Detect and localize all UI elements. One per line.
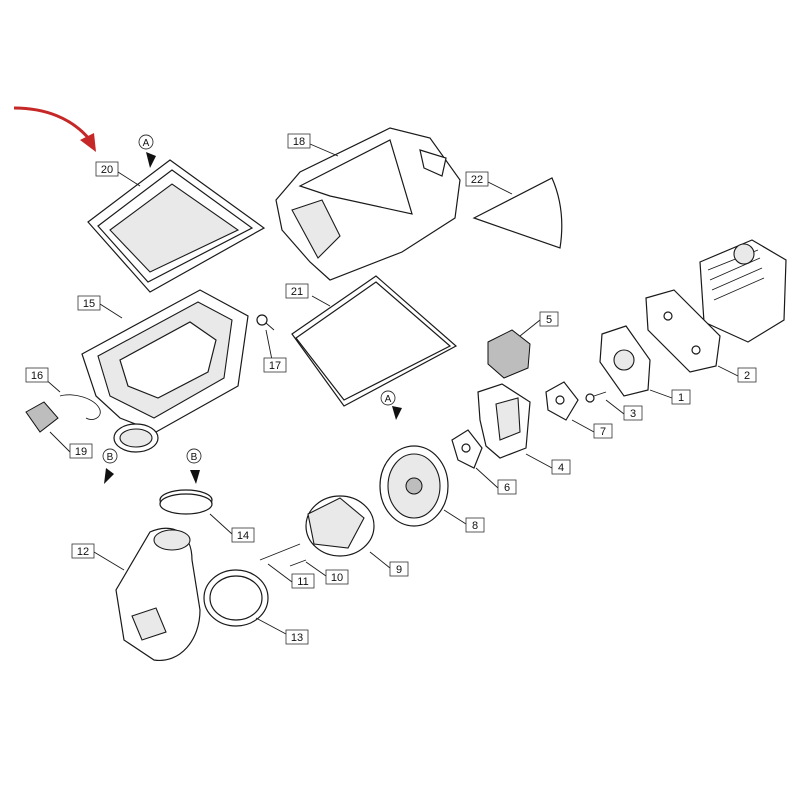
svg-text:18: 18: [293, 136, 305, 148]
part-10-bolt: [289, 559, 307, 567]
part-15-filter-base: [81, 289, 249, 453]
callout-10: 10: [325, 569, 349, 585]
svg-text:8: 8: [472, 520, 478, 532]
callout-20: 20: [95, 161, 119, 177]
svg-text:5: 5: [546, 314, 552, 326]
callout-12: 12: [71, 543, 95, 559]
svg-text:11: 11: [297, 576, 308, 588]
part-16-wire-clip: [59, 394, 101, 421]
svg-text:13: 13: [291, 632, 303, 644]
svg-text:A: A: [143, 138, 150, 149]
part-1-intake-manifold: [599, 325, 651, 397]
part-4-carburetor: [477, 383, 531, 459]
svg-text:22: 22: [471, 174, 483, 186]
part-12-intake-elbow: [115, 527, 201, 661]
svg-text:B: B: [191, 452, 198, 463]
callout-3: 3: [623, 405, 643, 421]
callout-2: 2: [737, 367, 757, 383]
reference-marker-a-top: A: [138, 134, 156, 168]
callout-4: 4: [551, 459, 571, 475]
callout-13: 13: [285, 629, 309, 645]
engine-cylinder: [699, 239, 787, 343]
part-8-flywheel: [379, 445, 449, 527]
callout-1: 1: [671, 389, 691, 405]
part-6-gasket: [451, 429, 483, 469]
part-3-screw: [585, 391, 607, 403]
callout-8: 8: [465, 517, 485, 533]
svg-text:20: 20: [101, 164, 113, 176]
svg-text:7: 7: [600, 426, 606, 438]
svg-text:12: 12: [77, 546, 89, 558]
part-20-air-filter: [87, 159, 266, 293]
callout-21: 21: [285, 283, 309, 299]
callout-7: 7: [593, 423, 613, 439]
callout-5: 5: [539, 311, 559, 327]
callout-6: 6: [497, 479, 517, 495]
reference-marker-a-middle: A: [380, 390, 402, 420]
callout-9: 9: [389, 561, 409, 577]
svg-text:17: 17: [269, 360, 281, 372]
part-2-gasket: [645, 289, 721, 373]
callout-17: 17: [263, 357, 287, 373]
svg-text:16: 16: [31, 370, 43, 382]
part-22-gasket: [472, 177, 563, 249]
part-14-clamp: [159, 489, 213, 515]
callout-14: 14: [231, 527, 255, 543]
part-5-cap: [487, 329, 531, 379]
part-13-clamp-band: [203, 569, 269, 627]
svg-text:A: A: [385, 394, 392, 405]
part-19-latch: [25, 401, 59, 433]
callout-22: 22: [465, 171, 489, 187]
svg-text:14: 14: [237, 530, 249, 542]
callout-18: 18: [287, 133, 311, 149]
svg-text:1: 1: [678, 392, 684, 404]
part-11-bolt: [259, 543, 301, 561]
svg-text:B: B: [107, 452, 114, 463]
svg-text:6: 6: [504, 482, 510, 494]
part-9-clutch: [305, 495, 375, 557]
svg-text:21: 21: [291, 286, 303, 298]
svg-text:10: 10: [331, 572, 343, 584]
part-18-filter-cover: [275, 127, 461, 281]
callout-16: 16: [25, 367, 49, 383]
svg-text:2: 2: [744, 370, 750, 382]
reference-marker-b-left: B: [102, 448, 118, 484]
callout-19: 19: [69, 443, 93, 459]
callout-15: 15: [77, 295, 101, 311]
leader-lines: [43, 143, 739, 635]
svg-text:9: 9: [396, 564, 402, 576]
highlight-arrow: [13, 106, 96, 152]
part-17-screw: [256, 314, 275, 331]
reference-marker-b-right: B: [186, 448, 202, 484]
svg-text:4: 4: [558, 462, 564, 474]
svg-text:15: 15: [83, 298, 95, 310]
callout-11: 11: [291, 573, 315, 589]
part-21-filter-pad: [291, 275, 458, 407]
part-7-gasket: [545, 381, 579, 421]
svg-text:19: 19: [75, 446, 87, 458]
svg-text:3: 3: [630, 408, 636, 420]
